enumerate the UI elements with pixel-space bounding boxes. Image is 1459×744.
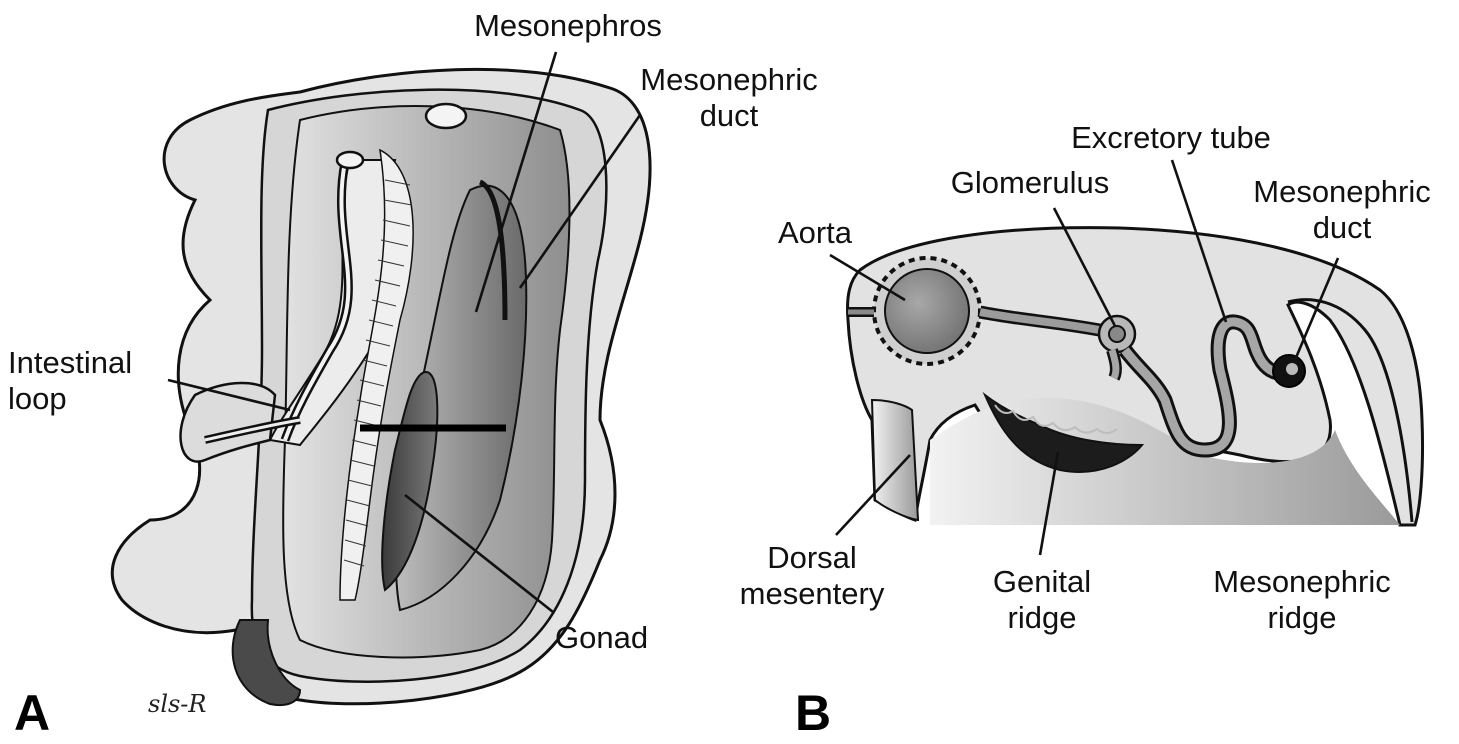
- leader-dorsal-mesentery: [835, 454, 911, 536]
- label-excretory-tube: Excretory tube: [1071, 120, 1271, 155]
- excretory-tubule-inner: [1121, 317, 1292, 455]
- label-intestinal-loop-2: loop: [8, 381, 67, 416]
- leader-mesonephric-duct-b: [1293, 257, 1340, 361]
- label-intestinal-loop-1: Intestinal: [8, 345, 132, 380]
- label-gonad: Gonad: [555, 620, 648, 655]
- glomerulus-core: [1108, 325, 1126, 343]
- hatched-mesentery: [339, 148, 414, 601]
- label-genital-ridge-2: ridge: [1008, 600, 1077, 635]
- label-aorta: Aorta: [778, 215, 853, 250]
- leader-mesonephros: [474, 51, 558, 313]
- tubule-start-stub-inner: [1108, 348, 1120, 380]
- leader-gonad: [404, 493, 554, 614]
- label-mesonephric-ridge-1: Mesonephric: [1213, 564, 1390, 599]
- label-glomerulus: Glomerulus: [951, 165, 1110, 200]
- panel-letter-b: B: [795, 685, 831, 741]
- mesonephros-ridge: [395, 184, 528, 612]
- label-mesonephric-duct-b-1: Mesonephric: [1253, 174, 1430, 209]
- label-dorsal-mesentery-2: mesentery: [740, 576, 885, 611]
- mesonephric-duct-b-lumen: [1286, 363, 1298, 375]
- genital-ridge-scallop: [994, 404, 1118, 434]
- leader-genital-ridge: [1038, 451, 1060, 556]
- label-mesonephric-duct-a-1: Mesonephric: [640, 62, 817, 97]
- intestine-cut-end: [335, 150, 365, 170]
- genital-ridge-shape: [982, 391, 1145, 473]
- label-mesonephric-duct-b-2: duct: [1313, 210, 1372, 245]
- leader-excretory-tube: [1170, 159, 1228, 323]
- dorsal-mesentery-b: [870, 398, 920, 522]
- leader-glomerulus: [1052, 207, 1117, 327]
- leader-aorta: [829, 253, 906, 302]
- panel-letter-a: A: [14, 685, 50, 741]
- label-dorsal-mesentery-1: Dorsal: [767, 540, 857, 575]
- signature: sls-R: [148, 690, 207, 718]
- aorta-lumen: [884, 268, 970, 354]
- leader-mesonephric-duct-a: [518, 114, 642, 289]
- label-mesonephros: Mesonephros: [474, 8, 662, 43]
- intestinal-loop-shape: [179, 381, 277, 463]
- aorta-opening: [424, 102, 468, 130]
- intestine-tube-inner: [283, 161, 351, 441]
- mesonephric-ridge-outline: [1287, 298, 1414, 523]
- panel-b-illustration: [846, 226, 1425, 527]
- label-mesonephric-ridge-2: ridge: [1268, 600, 1337, 635]
- mesentery-hatching: [343, 179, 413, 567]
- tail-bulge: [231, 619, 302, 706]
- label-genital-ridge-1: Genital: [993, 564, 1091, 599]
- leader-intestinal-loop: [167, 378, 291, 412]
- label-mesonephric-duct-a-2: duct: [700, 98, 759, 133]
- intestinal-loop-tube-inner: [204, 418, 301, 442]
- mesonephric-duct-a: [478, 179, 508, 321]
- renal-arteriole-inner: [979, 308, 1111, 336]
